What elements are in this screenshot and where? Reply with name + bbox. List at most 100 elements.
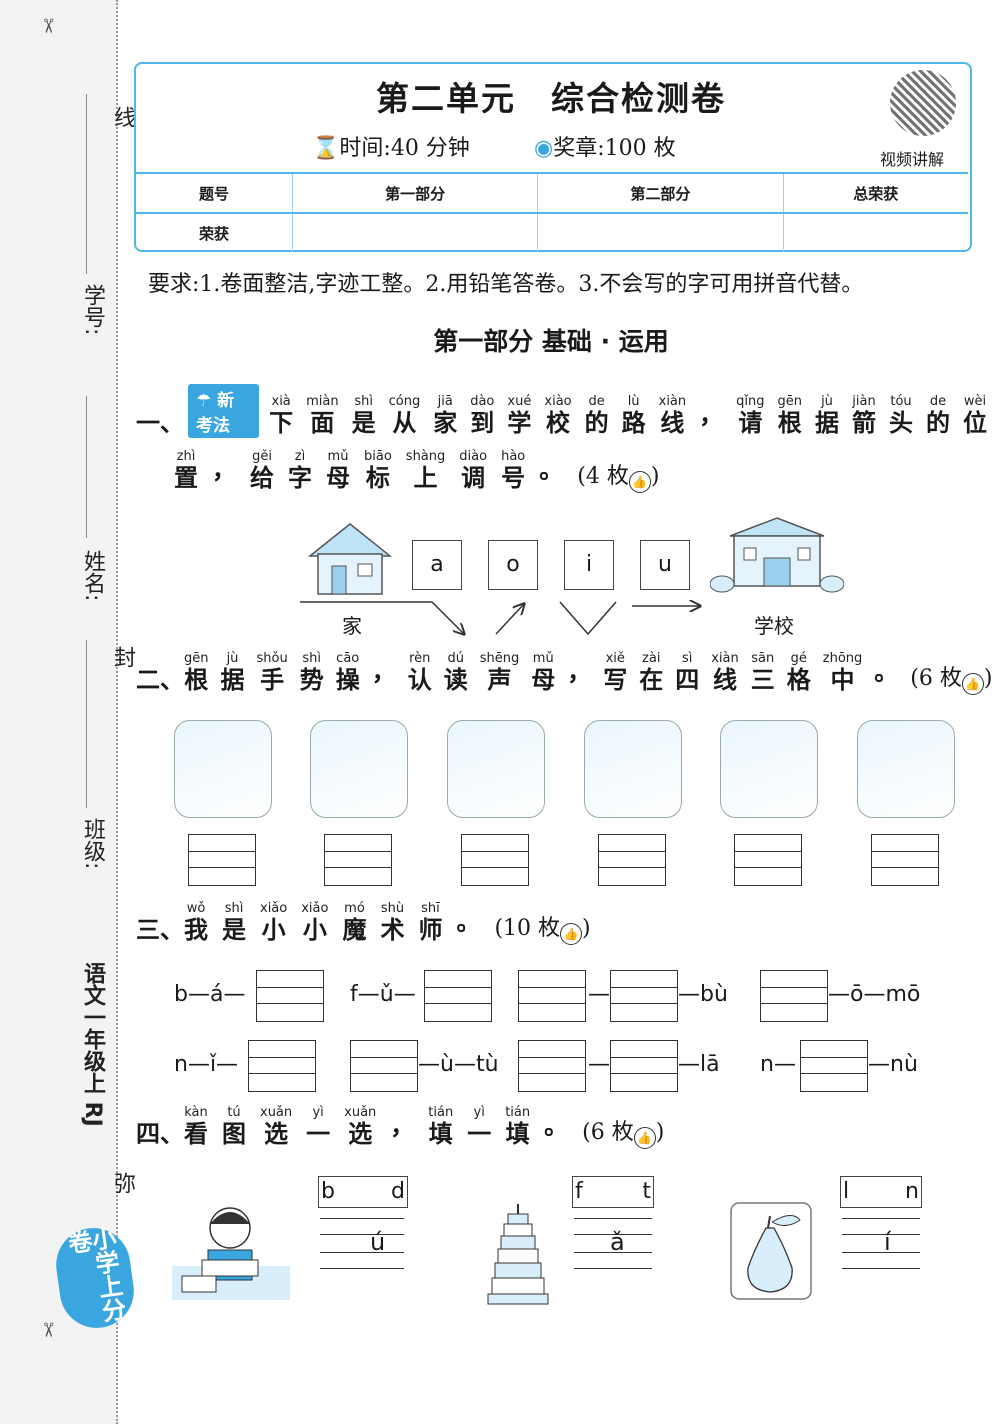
scissors-icon-top: ✂: [36, 17, 61, 35]
writing-grid[interactable]: [760, 970, 828, 1022]
tone-vowel: ú: [370, 1228, 386, 1256]
binding-margin: [0, 0, 118, 1424]
pinyin-character: 填tián: [505, 1105, 531, 1148]
pinyin-character: 箭jiàn: [852, 394, 876, 437]
pinyin-text: —lā: [678, 1052, 720, 1077]
house-picture: [307, 523, 393, 595]
pinyin-character: 写xiě: [603, 651, 628, 694]
cut-line: [116, 0, 118, 1424]
pinyin-text: —: [588, 1052, 610, 1077]
pinyin-character: 置zhì: [174, 449, 198, 492]
qr-code[interactable]: [890, 70, 956, 136]
pinyin-line[interactable]: [320, 1234, 404, 1235]
writing-grid[interactable]: [871, 834, 939, 886]
q1-score: (4 枚👍): [577, 458, 659, 493]
pinyin-character: 一yì: [306, 1105, 331, 1148]
pinyin-character: ，: [699, 401, 724, 429]
score-cell[interactable]: [291, 212, 538, 252]
table-header: 题号: [136, 172, 293, 213]
pinyin-character: 术shù: [380, 901, 405, 944]
letter-box-i[interactable]: i: [564, 540, 614, 590]
pinyin-text: —ō—mō: [828, 982, 921, 1007]
writing-grid[interactable]: [256, 970, 324, 1022]
q4-score: (6 枚👍): [582, 1114, 664, 1149]
q2-score: (6 枚👍): [910, 660, 992, 695]
pinyin-character: 。: [456, 908, 481, 936]
pinyin-character: 小xiǎo: [260, 901, 288, 944]
pinyin-character: 是shì: [222, 901, 246, 944]
gesture-picture: [857, 720, 955, 818]
table-row: 题号 第一部分 第二部分 总荣获: [136, 172, 968, 213]
pinyin-line[interactable]: [842, 1234, 920, 1235]
class-label: 班级:: [80, 818, 105, 870]
pinyin-character: ，: [212, 456, 236, 484]
student-no-label: 学号:: [80, 284, 105, 336]
class-field[interactable]: [86, 640, 87, 808]
writing-grid[interactable]: [518, 970, 586, 1022]
pinyin-character: 手shǒu: [256, 651, 288, 694]
pinyin-character: 校xiào: [544, 394, 572, 437]
writing-grid[interactable]: [800, 1040, 868, 1092]
pinyin-character: 魔mó: [342, 901, 367, 944]
pinyin-line: [574, 1268, 652, 1269]
writing-grid[interactable]: [610, 1040, 678, 1092]
writing-grid[interactable]: [598, 834, 666, 886]
writing-grid[interactable]: [188, 834, 256, 886]
writing-grid[interactable]: [734, 834, 802, 886]
pinyin-character: 在zài: [639, 651, 664, 694]
pinyin-character: 填tián: [428, 1105, 454, 1148]
pinyin-line: [574, 1252, 652, 1253]
pinyin-character: 学xué: [507, 394, 532, 437]
pinyin-character: 家jiā: [433, 394, 458, 437]
pinyin-character: 标biāo: [364, 449, 392, 492]
pinyin-character: 是shì: [351, 394, 376, 437]
pinyin-character: 请qǐng: [736, 394, 765, 437]
score-cell[interactable]: [782, 212, 968, 252]
pinyin-character: 根gēn: [777, 394, 803, 437]
name-label: 姓名:: [80, 550, 105, 602]
row-label: 荣获: [136, 212, 293, 252]
writing-grid[interactable]: [350, 1040, 418, 1092]
pinyin-character: ，: [371, 658, 396, 686]
pear-picture: [730, 1202, 812, 1300]
score-cell[interactable]: [537, 212, 784, 252]
pinyin-character: 头tóu: [889, 394, 913, 437]
q2-number: 二、: [136, 666, 184, 694]
student-no-field[interactable]: [86, 94, 87, 274]
book-label: 语文一年级上 RJ: [80, 962, 105, 1127]
pinyin-character: ，: [567, 658, 592, 686]
writing-grid[interactable]: [610, 970, 678, 1022]
gesture-picture: [174, 720, 272, 818]
pinyin-character: 据jù: [815, 394, 839, 437]
medal-info: ◉奖章:100 枚: [534, 136, 676, 161]
boy-reading-picture: [172, 1207, 290, 1300]
letter-box-a[interactable]: a: [412, 540, 462, 590]
pinyin-character: 格gé: [786, 651, 811, 694]
table-header: 总荣获: [782, 172, 968, 213]
writing-grid[interactable]: [248, 1040, 316, 1092]
pinyin-text: —: [588, 982, 610, 1007]
writing-grid[interactable]: [324, 834, 392, 886]
q3-score: (10 枚👍): [494, 910, 591, 945]
pinyin-character: 给gěi: [250, 449, 274, 492]
writing-grid[interactable]: [424, 970, 492, 1022]
pinyin-character: 线xiàn: [658, 394, 687, 437]
pinyin-character: 的de: [584, 394, 609, 437]
letter-box-u[interactable]: u: [640, 540, 690, 590]
letter-box-o[interactable]: o: [488, 540, 538, 590]
gesture-picture: [310, 720, 408, 818]
pinyin-character: 势shì: [299, 651, 324, 694]
writing-grid[interactable]: [461, 834, 529, 886]
writing-grid[interactable]: [518, 1040, 586, 1092]
score-table: 题号 第一部分 第二部分 总荣获 荣获: [136, 172, 968, 252]
name-field[interactable]: [86, 396, 87, 538]
pinyin-line[interactable]: [574, 1234, 652, 1235]
pinyin-character: 中zhōng: [822, 651, 863, 694]
coin-icon: 👍: [633, 1127, 656, 1149]
